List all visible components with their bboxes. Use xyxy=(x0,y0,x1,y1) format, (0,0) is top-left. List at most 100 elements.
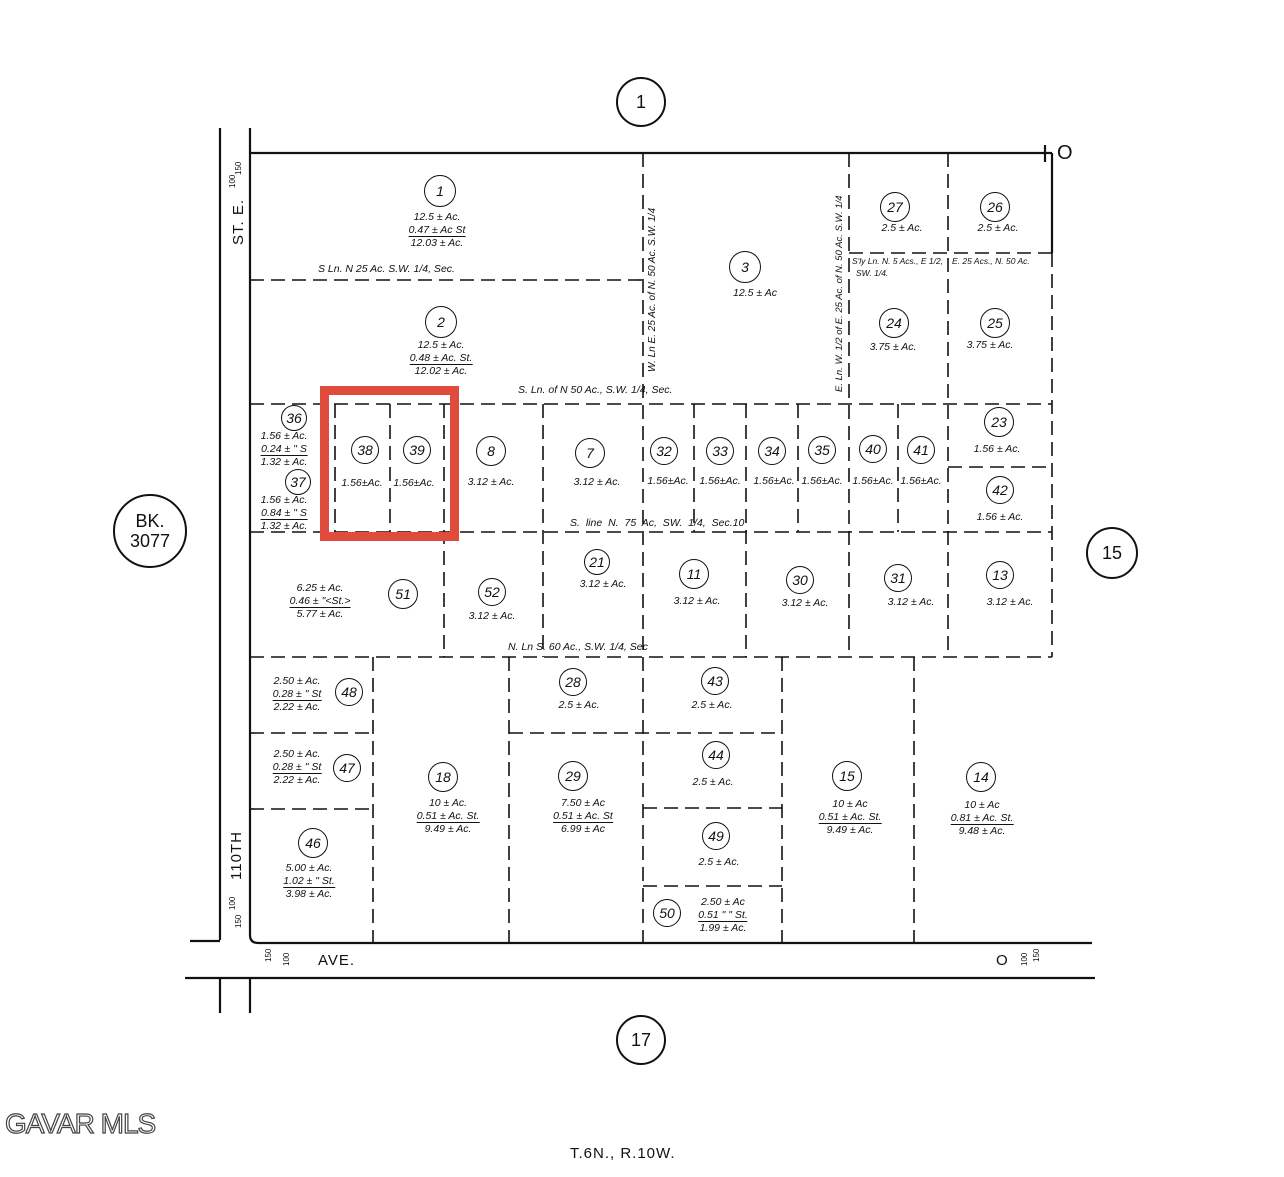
parcel-acreage-11: 3.12 ± Ac. xyxy=(674,595,721,608)
parcel-number-2: 2 xyxy=(425,306,457,338)
acreage-line: 5.77 ± Ac. xyxy=(296,608,344,620)
parcel-number-42: 42 xyxy=(986,476,1014,504)
acreage-line: 1.56±Ac. xyxy=(393,477,435,489)
parcel-number-46: 46 xyxy=(298,828,328,858)
parcel-acreage-33: 1.56±Ac. xyxy=(699,475,740,488)
street-label-st-e: ST. E. xyxy=(230,198,247,245)
parcel-number-11: 11 xyxy=(679,559,709,589)
acreage-line: 1.02 ± " St. xyxy=(283,874,335,888)
acreage-line: 3.75 ± Ac. xyxy=(869,341,917,353)
parcel-acreage-34: 1.56±Ac. xyxy=(753,475,794,488)
acreage-line: 1.32 ± Ac. xyxy=(260,456,308,468)
sheet-number: 17 xyxy=(630,1030,652,1050)
acreage-line: 3.75 ± Ac. xyxy=(966,339,1014,351)
parcel-acreage-2: 12.5 ± Ac.0.48 ± Ac. St.12.02 ± Ac. xyxy=(409,339,473,378)
parcel-number-23: 23 xyxy=(984,407,1014,437)
parcel-number-49: 49 xyxy=(702,822,730,850)
dimension-label: 100 xyxy=(1020,952,1029,966)
acreage-line: 9.49 ± Ac. xyxy=(424,823,472,835)
parcel-number-25: 25 xyxy=(980,308,1010,338)
parcel-acreage-30: 3.12 ± Ac. xyxy=(782,597,829,610)
acreage-line: 2.50 ± Ac. xyxy=(273,748,321,760)
acreage-line: 2.50 ± Ac xyxy=(701,896,745,908)
parcel-number-34: 34 xyxy=(758,437,786,465)
acreage-line: 2.50 ± Ac. xyxy=(273,675,321,687)
acreage-line: 6.99 ± Ac xyxy=(561,823,605,835)
parcel-acreage-3: 12.5 ± Ac xyxy=(733,287,777,300)
acreage-line: 3.12 ± Ac. xyxy=(573,476,621,488)
parcel-number-29: 29 xyxy=(558,761,588,791)
acreage-line: 1.56±Ac. xyxy=(699,475,741,487)
parcel-acreage-13: 3.12 ± Ac. xyxy=(987,596,1034,609)
annotation: S'ly Ln. N. 5 Acs., E 1/2, xyxy=(852,256,944,266)
parcel-acreage-42: 1.56 ± Ac. xyxy=(977,511,1024,524)
parcel-number-30: 30 xyxy=(786,566,814,594)
book-reference: BK. 3077 xyxy=(113,494,187,568)
acreage-line: 5.00 ± Ac. xyxy=(285,862,333,874)
acreage-line: 3.12 ± Ac. xyxy=(887,596,935,608)
annotation: S Ln. N 25 Ac. S.W. 1/4, Sec. xyxy=(318,263,455,275)
watermark: GAVAR MLS xyxy=(4,1107,156,1139)
parcel-acreage-35: 1.56±Ac. xyxy=(801,475,842,488)
parcel-acreage-25: 3.75 ± Ac. xyxy=(967,339,1014,352)
acreage-line: 3.12 ± Ac. xyxy=(986,596,1034,608)
street-label-o: O xyxy=(996,952,1009,969)
parcel-number-28: 28 xyxy=(559,668,587,696)
adjacent-sheet-north: 1 xyxy=(616,77,666,127)
acreage-line: 12.5 ± Ac. xyxy=(417,339,465,351)
parcel-acreage-51: 6.25 ± Ac.0.46 ± "<St.>5.77 ± Ac. xyxy=(289,582,351,621)
acreage-line: 2.5 ± Ac. xyxy=(691,699,733,711)
acreage-line: 3.98 ± Ac. xyxy=(285,888,333,900)
parcel-number-21: 21 xyxy=(584,549,610,575)
parcel-number-40: 40 xyxy=(859,435,887,463)
dimension-label: 150 xyxy=(234,914,243,928)
acreage-line: 1.56 ± Ac. xyxy=(260,494,308,506)
sheet-number: 1 xyxy=(635,92,646,112)
annotation: SW. 1/4. xyxy=(856,268,889,278)
parcel-number-27: 27 xyxy=(880,192,910,222)
parcel-acreage-43: 2.5 ± Ac. xyxy=(692,699,733,712)
parcel-acreage-44: 2.5 ± Ac. xyxy=(693,776,734,789)
parcel-number-36: 36 xyxy=(281,405,307,431)
highlighted-parcels-38-39 xyxy=(320,386,459,541)
dimension-label: 150 xyxy=(1032,948,1041,962)
acreage-line: 0.51 ± Ac. St xyxy=(553,809,613,823)
acreage-line: 2.5 ± Ac. xyxy=(558,699,600,711)
dashed-lot-lines xyxy=(250,153,1053,943)
acreage-line: 12.5 ± Ac. xyxy=(413,211,461,223)
parcel-acreage-18: 10 ± Ac.0.51 ± Ac. St.9.49 ± Ac. xyxy=(416,797,480,836)
acreage-line: 7.50 ± Ac xyxy=(561,797,605,809)
acreage-line: 1.56 ± Ac. xyxy=(973,443,1021,455)
acreage-line: 0.51 ± Ac. St. xyxy=(818,810,882,824)
parcel-number-51: 51 xyxy=(388,579,418,609)
dimension-label: 150 xyxy=(264,948,273,962)
parcel-number-50: 50 xyxy=(653,899,681,927)
parcel-number-3: 3 xyxy=(729,251,761,283)
acreage-line: 3.12 ± Ac. xyxy=(673,595,721,607)
parcel-number-13: 13 xyxy=(986,561,1014,589)
acreage-line: 12.5 ± Ac xyxy=(733,287,777,299)
parcel-acreage-41: 1.56±Ac. xyxy=(900,475,941,488)
acreage-line: 2.5 ± Ac. xyxy=(692,776,734,788)
book-number: 3077 xyxy=(129,531,171,551)
dimension-label: 100 xyxy=(282,952,291,966)
acreage-line: 6.25 ± Ac. xyxy=(296,582,344,594)
acreage-line: 1.56±Ac. xyxy=(900,475,942,487)
acreage-line: 0.51 " " St. xyxy=(698,908,748,922)
acreage-line: 1.56 ± Ac. xyxy=(260,430,308,442)
acreage-line: 0.47 ± Ac St xyxy=(408,223,466,237)
parcel-acreage-39: 1.56±Ac. xyxy=(393,477,434,490)
parcel-number-48: 48 xyxy=(335,678,363,706)
acreage-line: 1.99 ± Ac. xyxy=(699,922,747,934)
parcel-acreage-40: 1.56±Ac. xyxy=(852,475,893,488)
parcel-number-7: 7 xyxy=(575,438,605,468)
acreage-line: 1.56±Ac. xyxy=(852,475,894,487)
adjacent-sheet-east: 15 xyxy=(1086,527,1138,579)
acreage-line: 1.56 ± Ac. xyxy=(976,511,1024,523)
parcel-number-44: 44 xyxy=(702,741,730,769)
acreage-line: 0.24 ± " S xyxy=(260,442,308,456)
